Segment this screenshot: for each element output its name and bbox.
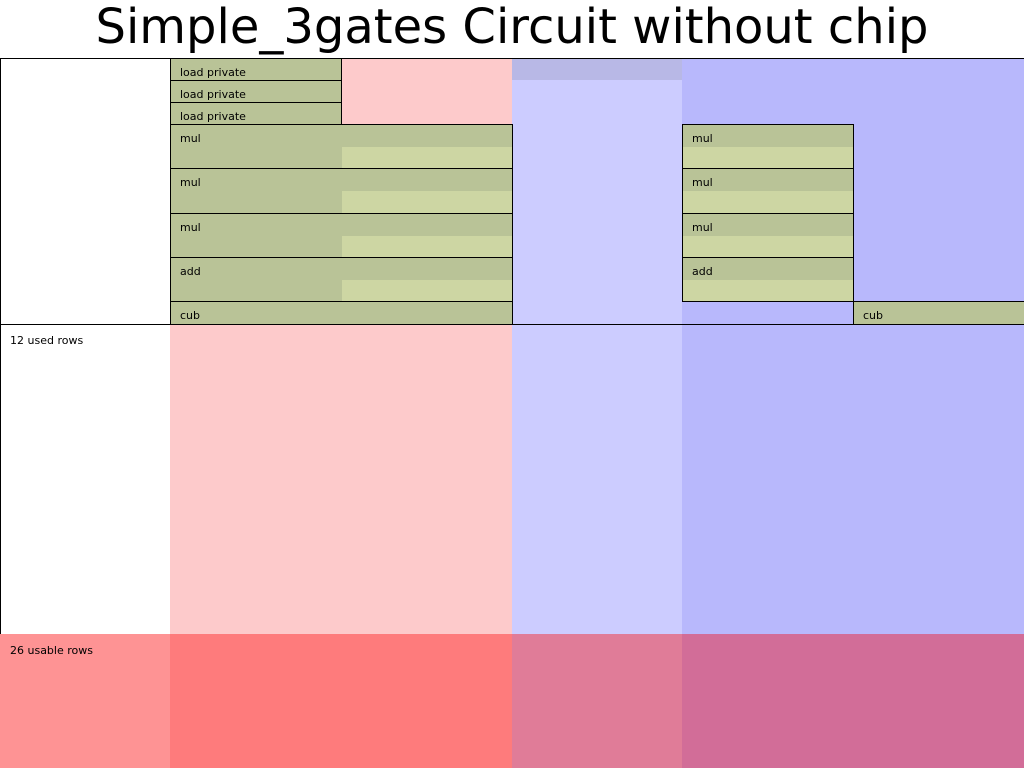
usable-rows-label: 26 usable rows xyxy=(10,644,93,657)
mul-gate: mul xyxy=(682,168,854,214)
load-private-gate: load private xyxy=(170,58,342,81)
gate-cell xyxy=(342,191,512,213)
blinding-advice-region xyxy=(170,634,512,768)
cub-gate: cub xyxy=(853,301,1024,325)
fixed-column-used-cell xyxy=(512,58,682,80)
mul-gate: mul xyxy=(170,213,513,258)
gate-cell xyxy=(683,280,853,301)
gate-label: mul xyxy=(180,221,201,234)
gate-label: mul xyxy=(180,132,201,145)
gate-cell xyxy=(683,191,853,213)
circuit-layout: load private load private load private m… xyxy=(0,58,1024,768)
gate-label: mul xyxy=(692,221,713,234)
gate-label: cub xyxy=(863,309,884,322)
add-gate: add xyxy=(170,257,513,302)
gate-label: mul xyxy=(180,176,201,189)
gate-cell xyxy=(342,280,512,301)
gate-label: add xyxy=(180,265,201,278)
page-title: Simple_3gates Circuit without chip xyxy=(95,0,929,55)
blinding-instance-region xyxy=(682,634,1024,768)
gate-cell xyxy=(683,147,853,168)
gate-label: load private xyxy=(180,66,246,79)
gate-label: load private xyxy=(180,88,246,101)
mul-gate: mul xyxy=(682,124,854,169)
blinding-row-label-region xyxy=(0,634,170,768)
used-rows-divider xyxy=(0,324,1024,325)
mul-gate: mul xyxy=(170,168,513,214)
gate-label: mul xyxy=(692,176,713,189)
used-rows-label: 12 used rows xyxy=(10,334,84,347)
mul-gate: mul xyxy=(682,213,854,258)
gate-label: cub xyxy=(180,309,201,322)
gate-cell xyxy=(342,147,512,168)
load-private-gate: load private xyxy=(170,102,342,125)
cub-gate: cub xyxy=(170,301,513,325)
gate-label: load private xyxy=(180,110,246,123)
mul-gate: mul xyxy=(170,124,513,169)
left-border xyxy=(0,58,1,634)
gate-cell xyxy=(683,236,853,257)
load-private-gate: load private xyxy=(170,80,342,103)
gate-label: mul xyxy=(692,132,713,145)
fixed-column-region xyxy=(512,58,682,634)
add-gate: add xyxy=(682,257,854,302)
gate-cell xyxy=(342,236,512,257)
top-border xyxy=(0,58,1024,59)
blinding-fixed-region xyxy=(512,634,682,768)
gate-label: add xyxy=(692,265,713,278)
